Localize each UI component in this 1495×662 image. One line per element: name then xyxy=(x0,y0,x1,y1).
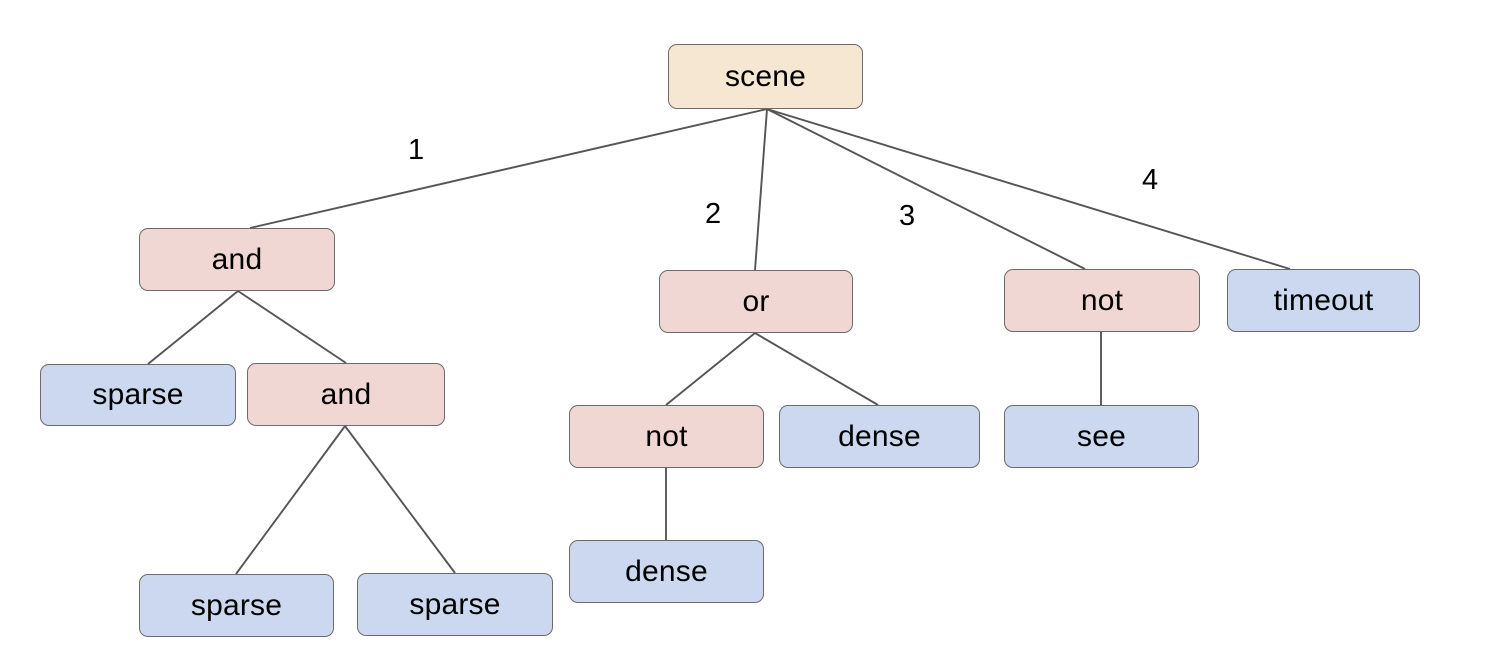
tree-edge xyxy=(754,108,768,271)
tree-edge xyxy=(235,425,346,575)
tree-edge xyxy=(249,108,768,229)
tree-node-and2[interactable]: and xyxy=(247,363,445,426)
edge-label-3: 3 xyxy=(899,200,916,232)
tree-node-dense1[interactable]: dense xyxy=(779,405,980,468)
tree-node-and1[interactable]: and xyxy=(139,228,335,291)
tree-edge xyxy=(237,290,347,364)
tree-edge xyxy=(766,108,1291,270)
tree-edge xyxy=(754,332,879,406)
tree-node-sparse2[interactable]: sparse xyxy=(139,574,334,637)
tree-node-see1[interactable]: see xyxy=(1004,405,1199,468)
edge-label-4: 4 xyxy=(1142,164,1159,196)
tree-node-timeout[interactable]: timeout xyxy=(1227,269,1420,332)
tree-edge xyxy=(147,290,239,365)
tree-node-or1[interactable]: or xyxy=(659,270,853,333)
tree-node-sparse1[interactable]: sparse xyxy=(40,364,236,426)
tree-node-sparse3[interactable]: sparse xyxy=(357,573,553,636)
tree-edge xyxy=(344,425,456,574)
tree-node-not1[interactable]: not xyxy=(569,405,764,468)
edge-label-1: 1 xyxy=(408,134,425,166)
tree-node-dense2[interactable]: dense xyxy=(569,540,764,603)
tree-node-not2[interactable]: not xyxy=(1004,269,1200,332)
tree-node-scene[interactable]: scene xyxy=(668,44,863,109)
tree-edge xyxy=(665,332,756,406)
edge-label-2: 2 xyxy=(705,198,722,230)
tree-edge xyxy=(766,108,1086,270)
